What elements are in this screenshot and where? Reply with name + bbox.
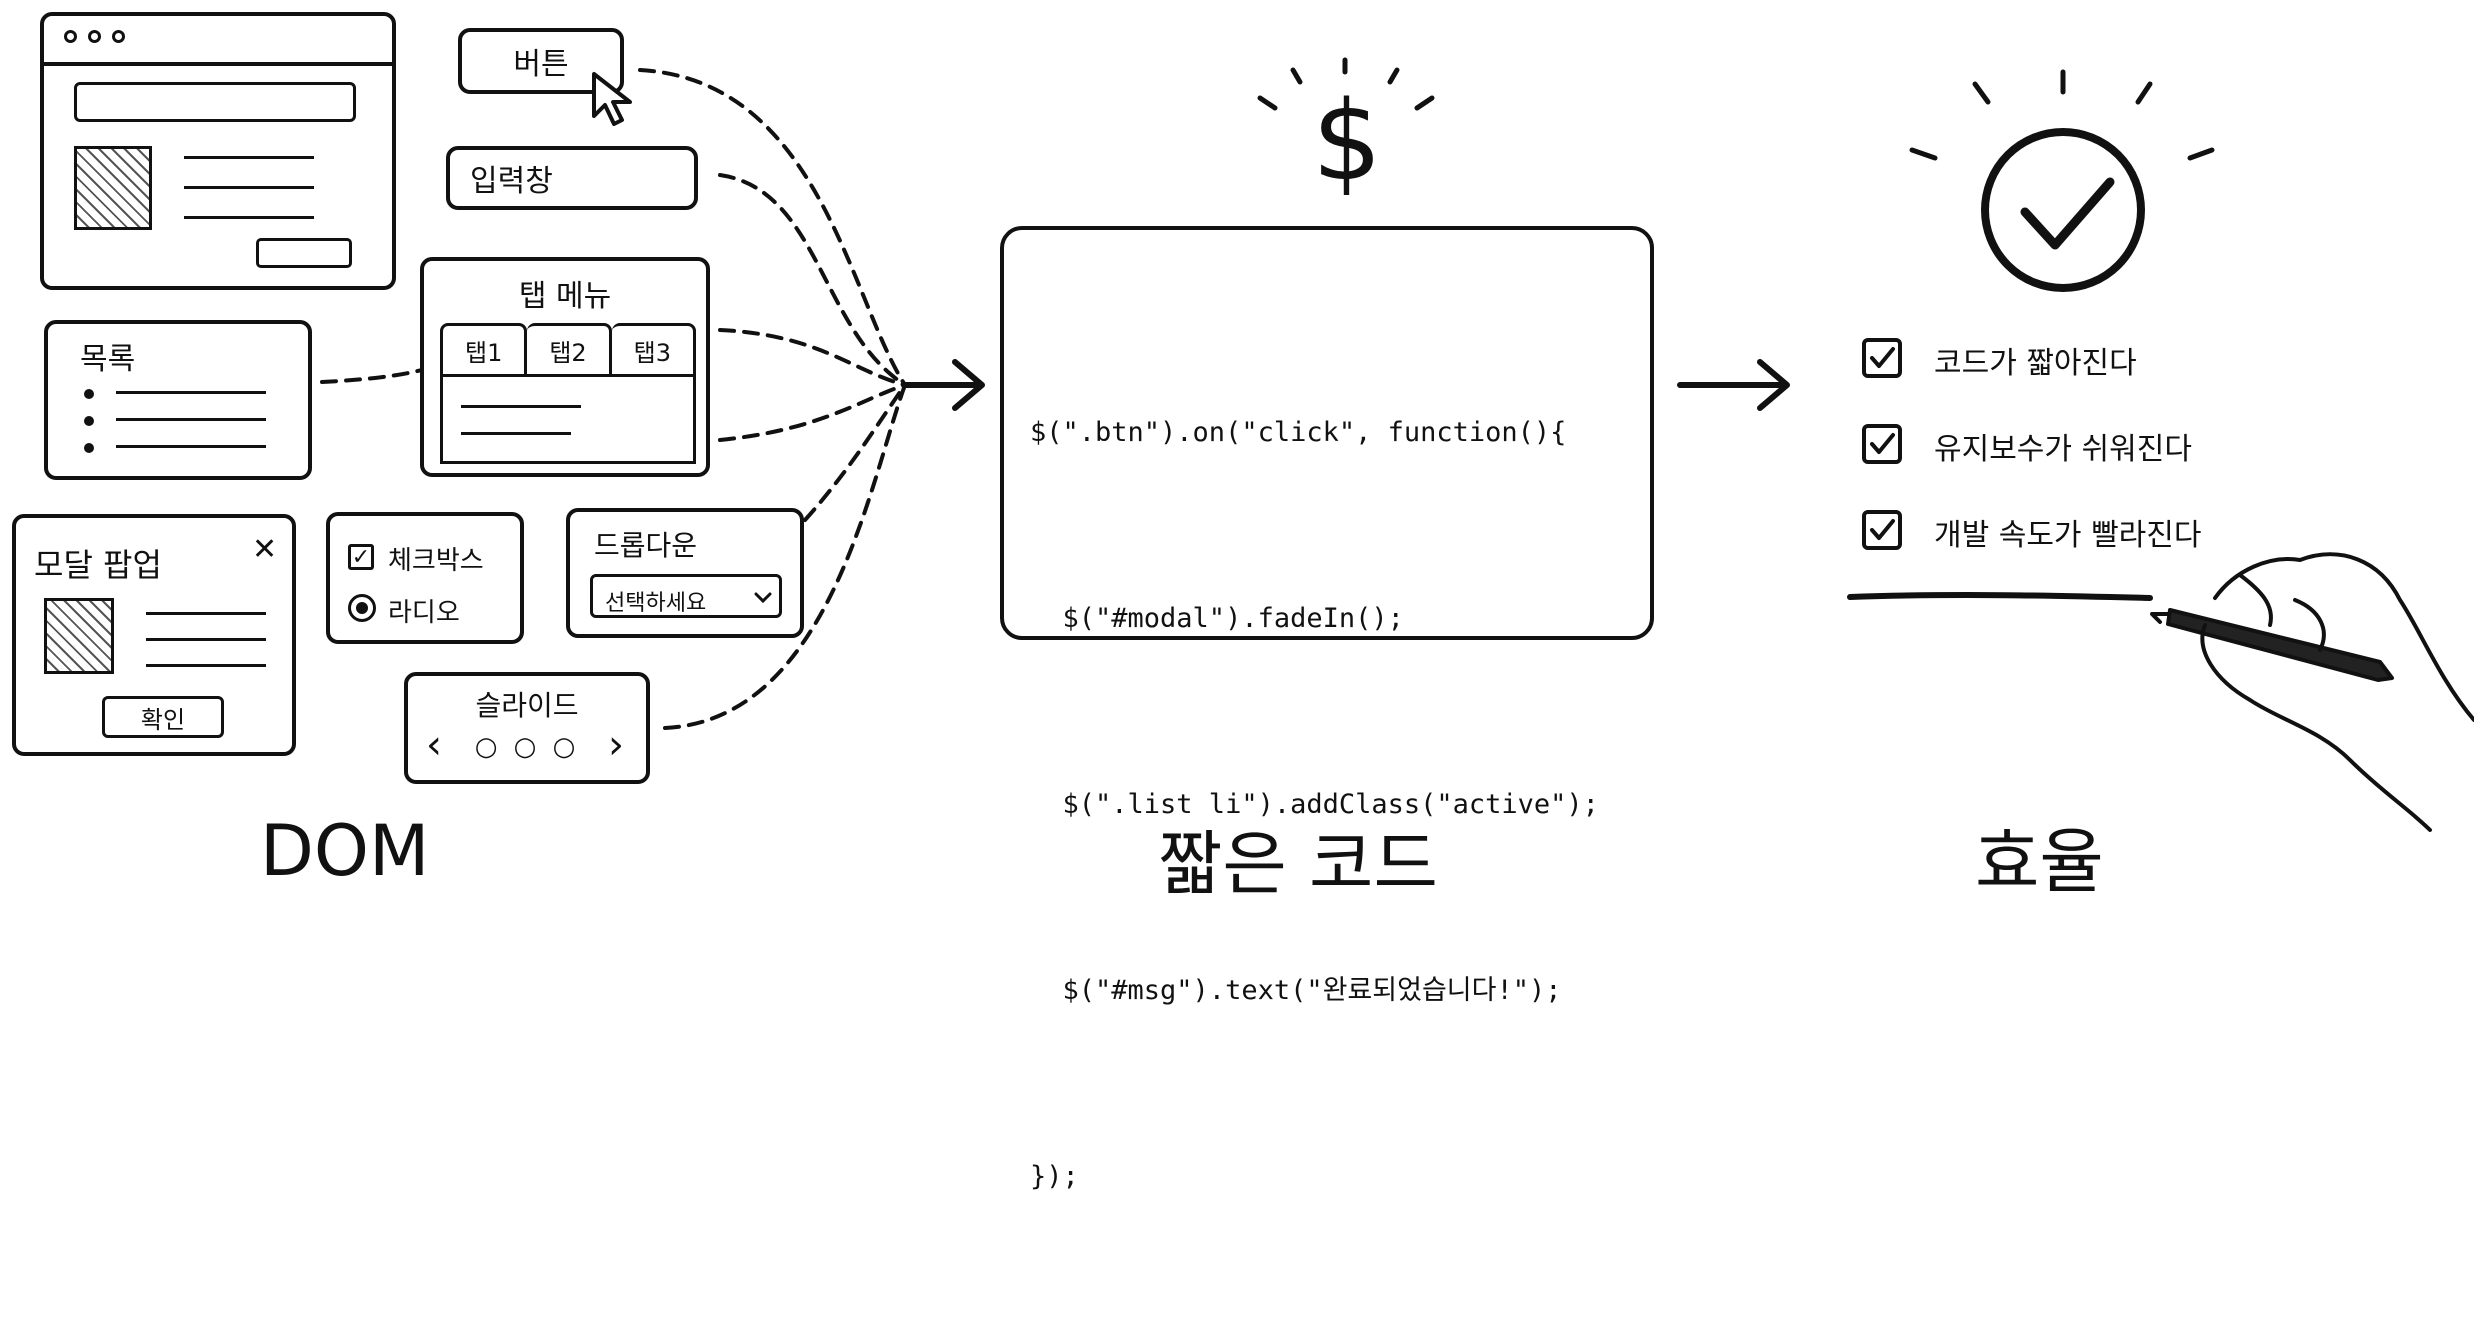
tab-menu-title: 탭 메뉴 [518,279,612,314]
tab-2[interactable]: 탭2 [527,323,612,375]
checkbox-icon[interactable]: ✓ [348,544,374,570]
code-line: $(".btn").on("click", function(){ [1030,417,1567,448]
checked-checkbox-icon [1862,510,1902,550]
connector-input [718,173,907,387]
dollar-rays [1257,57,1435,111]
underline-stroke [1847,592,2153,601]
checked-checkbox-icon [1862,338,1902,378]
text-line [184,186,314,189]
input-label: 입력창 [470,164,553,199]
connector-dropdown [803,383,907,522]
text-line [461,405,581,408]
window-dot-icon [88,30,101,43]
radio-label: 라디오 [388,598,460,628]
check-mark [2020,177,2115,250]
arrow-to-efficiency [1677,359,1790,411]
connector-slider [663,383,907,730]
code-block: $(".btn").on("click", function(){ $("#mo… [1030,278,1599,1332]
bullet-icon [84,389,94,399]
efficiency-caption: 효율 [1975,821,2104,903]
radio-icon[interactable] [348,594,376,622]
list-line [116,391,266,394]
checked-checkbox-icon [1862,424,1902,464]
browser-titlebar-divider [44,62,392,66]
connector-tabs [718,328,907,387]
tab-panel [440,374,696,464]
code-box: $(".btn").on("click", function(){ $("#mo… [1000,226,1654,1192]
code-caption: 짧은 코드 [1158,823,1438,905]
code-line: $("#modal").fadeIn(); [1030,603,1404,634]
modal-title: 모달 팝업 [34,546,162,584]
tab-bar: 탭1 탭2 탭3 [440,323,696,375]
efficiency-item: 개발 속도가 빨라진다 [1862,508,2382,556]
slider-element: 슬라이드 ‹ ○ ○ ○ › [404,672,650,784]
image-placeholder-icon [44,598,114,674]
checkbox-label: 체크박스 [388,546,484,576]
address-bar [74,82,356,122]
check-rays [1909,69,2215,161]
prev-arrow-icon[interactable]: ‹ [426,722,442,768]
list-line [116,418,266,421]
next-arrow-icon[interactable]: › [608,722,624,768]
confirm-button[interactable]: 확인 [102,696,224,738]
connector-tabs-low [718,383,907,442]
dropdown-selected: 선택하세요 [605,591,707,616]
chevron-down-icon [754,592,772,604]
dollar-icon: $ [1312,77,1382,205]
dropdown-select[interactable]: 선택하세요 [590,574,782,618]
modal-popup: 모달 팝업 ✕ 확인 [12,514,296,756]
slider-dots: ○ ○ ○ [474,732,580,762]
text-line [461,432,571,435]
cursor-icon [592,72,632,126]
connector-list [320,366,432,384]
close-icon[interactable]: ✕ [252,532,278,567]
efficiency-item: 유지보수가 쉬워진다 [1862,422,2382,470]
dropdown-element: 드롭다운 선택하세요 [566,508,804,638]
text-line [184,156,314,159]
text-line [184,216,314,219]
dom-caption: DOM [260,810,430,892]
hand-with-pen-icon [2150,552,2474,832]
image-placeholder-icon [74,146,152,230]
button-label: 버튼 [513,47,569,82]
efficiency-item-label: 유지보수가 쉬워진다 [1934,432,2192,467]
window-dot-icon [112,30,125,43]
list-line [116,445,266,448]
tab-1[interactable]: 탭1 [440,323,528,375]
code-line: $("#msg").text("완료되었습니다!"); [1030,975,1562,1006]
mini-button [256,238,352,268]
checkbox-radio-group: ✓ 체크박스 라디오 [326,512,524,644]
window-dot-icon [64,30,77,43]
connector-button [638,68,907,387]
efficiency-item: 코드가 짧아진다 [1862,336,2382,384]
list-title: 목록 [80,342,136,377]
browser-window [40,12,396,290]
bullet-icon [84,443,94,453]
arrow-to-code [902,359,985,411]
confirm-label: 확인 [140,705,186,734]
input-element[interactable]: 입력창 [446,146,698,210]
code-line: }); [1030,1161,1079,1192]
tab-menu: 탭 메뉴 탭1 탭2 탭3 [420,257,710,477]
list-element: 목록 [44,320,312,480]
text-line [146,612,266,615]
text-line [146,638,266,641]
text-line [146,664,266,667]
tab-3[interactable]: 탭3 [611,323,696,375]
connector-layer [320,57,2474,832]
efficiency-item-label: 코드가 짧아진다 [1934,346,2137,381]
bullet-icon [84,416,94,426]
efficiency-item-label: 개발 속도가 빨라진다 [1934,518,2202,553]
slider-title: 슬라이드 [475,689,579,722]
code-line: $(".list li").addClass("active"); [1030,789,1599,820]
dropdown-title: 드롭다운 [594,529,698,562]
check-circle-icon [1981,128,2145,292]
